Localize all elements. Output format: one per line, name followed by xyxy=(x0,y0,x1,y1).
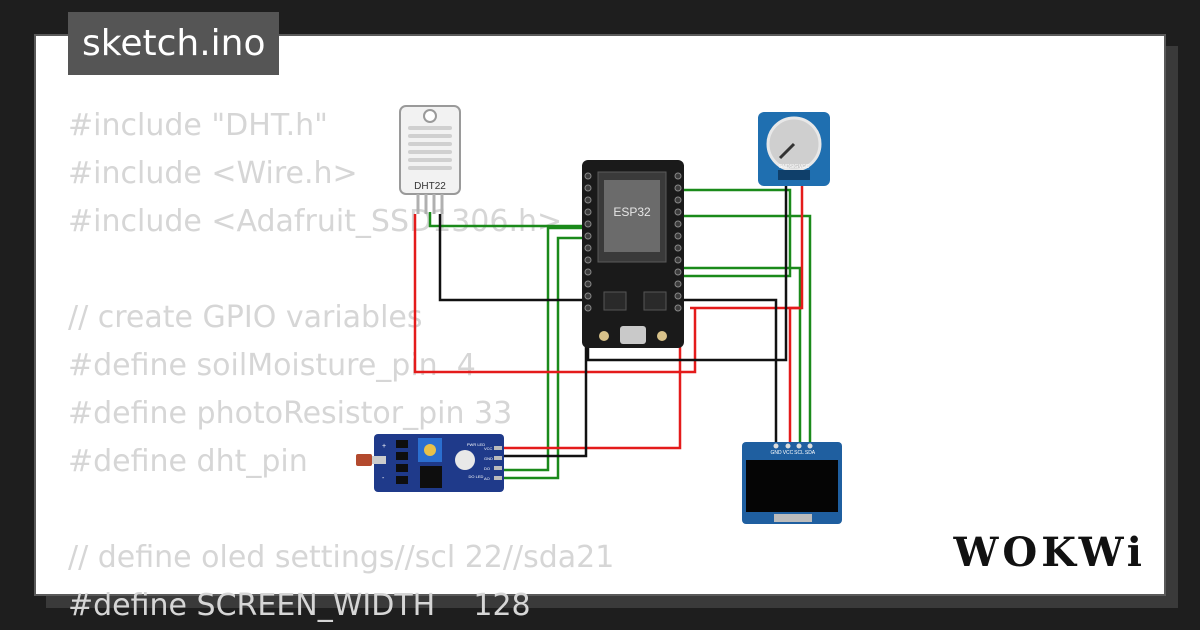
code-line: // define oled settings//scl 22//sda21 xyxy=(68,540,615,575)
ldr-led-label: PWR LED xyxy=(467,442,485,447)
wire-green[interactable] xyxy=(680,214,812,446)
wire-red[interactable] xyxy=(788,306,802,446)
oled-pin-label: SDA xyxy=(805,450,816,456)
wire-green[interactable] xyxy=(500,236,588,480)
ldr-pin-label: GND xyxy=(484,456,493,461)
wire-black[interactable] xyxy=(500,238,588,458)
code-line: #define soilMoisture_pin 4 xyxy=(68,348,476,383)
file-name-tab[interactable]: sketch.ino xyxy=(68,12,280,75)
ldr-pin-label: VCC xyxy=(484,446,493,451)
code-line: // create GPIO variables xyxy=(68,300,423,335)
esp32-board[interactable]: ESP32 xyxy=(582,160,684,348)
wire-red[interactable] xyxy=(413,214,697,374)
oled-pin-label: GND xyxy=(770,450,782,456)
code-line: #define dht_pin xyxy=(68,444,308,479)
oled-pin-label: VCC xyxy=(783,450,794,456)
ldr-pin-label: DO xyxy=(484,466,490,471)
wokwi-logo: WOKWi xyxy=(953,529,1146,576)
dht22-label: DHT22 xyxy=(414,181,446,192)
esp32-label: ESP32 xyxy=(613,205,651,219)
dht22-sensor[interactable]: DHT22 xyxy=(399,105,461,214)
code-line: #define photoResistor_pin 33 xyxy=(68,396,513,431)
code-line: #include "DHT.h" xyxy=(68,108,328,143)
potentiometer[interactable]: GND SIG VCC xyxy=(758,112,830,186)
pot-pin-label: GND xyxy=(778,164,790,170)
ldr-label: + xyxy=(382,443,386,450)
ldr-sensor-module[interactable]: + - PWR LED DO LED VCC GND DO AO xyxy=(356,434,504,492)
wire-green[interactable] xyxy=(680,188,792,278)
code-line: #include <Wire.h> xyxy=(68,156,358,191)
code-line: #include <Adafruit_SSD1306.h> xyxy=(68,204,563,239)
code-line: #define SCREEN_WIDTH 128 xyxy=(68,588,531,623)
ldr-led-label: DO LED xyxy=(469,474,484,479)
oled-display[interactable]: GND VCC SCL SDA xyxy=(742,442,842,524)
ldr-label: - xyxy=(382,475,385,482)
ldr-pin-label: AO xyxy=(484,476,490,481)
pot-pin-label: VCC xyxy=(799,164,810,170)
pot-pin-label: SIG xyxy=(790,164,799,170)
wire-green[interactable] xyxy=(680,266,802,446)
code-background: #include "DHT.h" #include <Wire.h> #includ… xyxy=(68,102,614,630)
wire-green[interactable] xyxy=(428,212,588,228)
oled-pin-label: SCL xyxy=(794,450,804,456)
wire-green[interactable] xyxy=(500,226,588,472)
